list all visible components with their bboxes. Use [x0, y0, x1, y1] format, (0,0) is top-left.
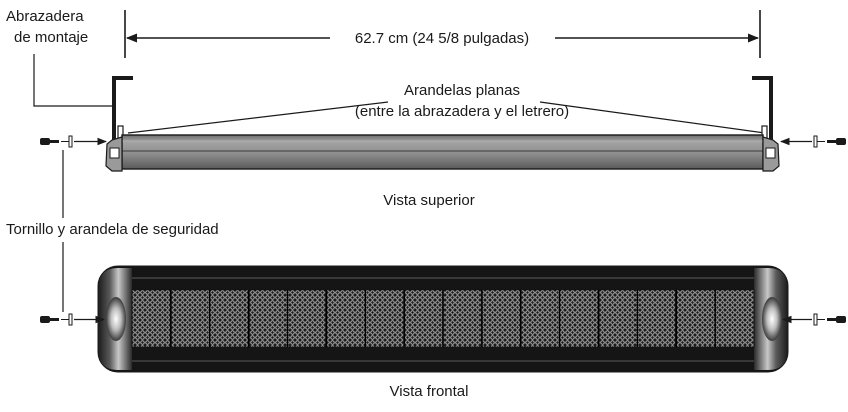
dimension-label: 62.7 cm (24 5/8 pulgadas) — [355, 30, 529, 47]
top-right-screw-assembly — [780, 135, 846, 148]
dimension-line — [124, 10, 761, 58]
led-module-dividers — [170, 290, 716, 347]
screw-label: Tornillo y arandela de seguridad — [6, 221, 219, 238]
top-view-body — [121, 134, 764, 170]
left-mounting-bracket — [112, 76, 133, 149]
leader-lines — [33, 54, 766, 134]
front-view-sign — [97, 265, 789, 373]
bracket-label-line2: de montaje — [14, 29, 88, 46]
front-right-screw-assembly — [782, 313, 846, 326]
top-left-screw-assembly — [40, 135, 107, 148]
front-left-screw-assembly — [40, 313, 105, 326]
washers-label-line2: (entre la abrazadera y el letrero) — [355, 103, 569, 120]
washers-label-line1: Arandelas planas — [404, 82, 520, 99]
right-mounting-bracket — [752, 76, 773, 149]
front-view-caption: Vista frontal — [390, 383, 469, 400]
bracket-label-line1: Abrazadera — [6, 8, 84, 25]
top-view-sign — [105, 76, 780, 172]
top-view-caption: Vista superior — [383, 192, 474, 209]
